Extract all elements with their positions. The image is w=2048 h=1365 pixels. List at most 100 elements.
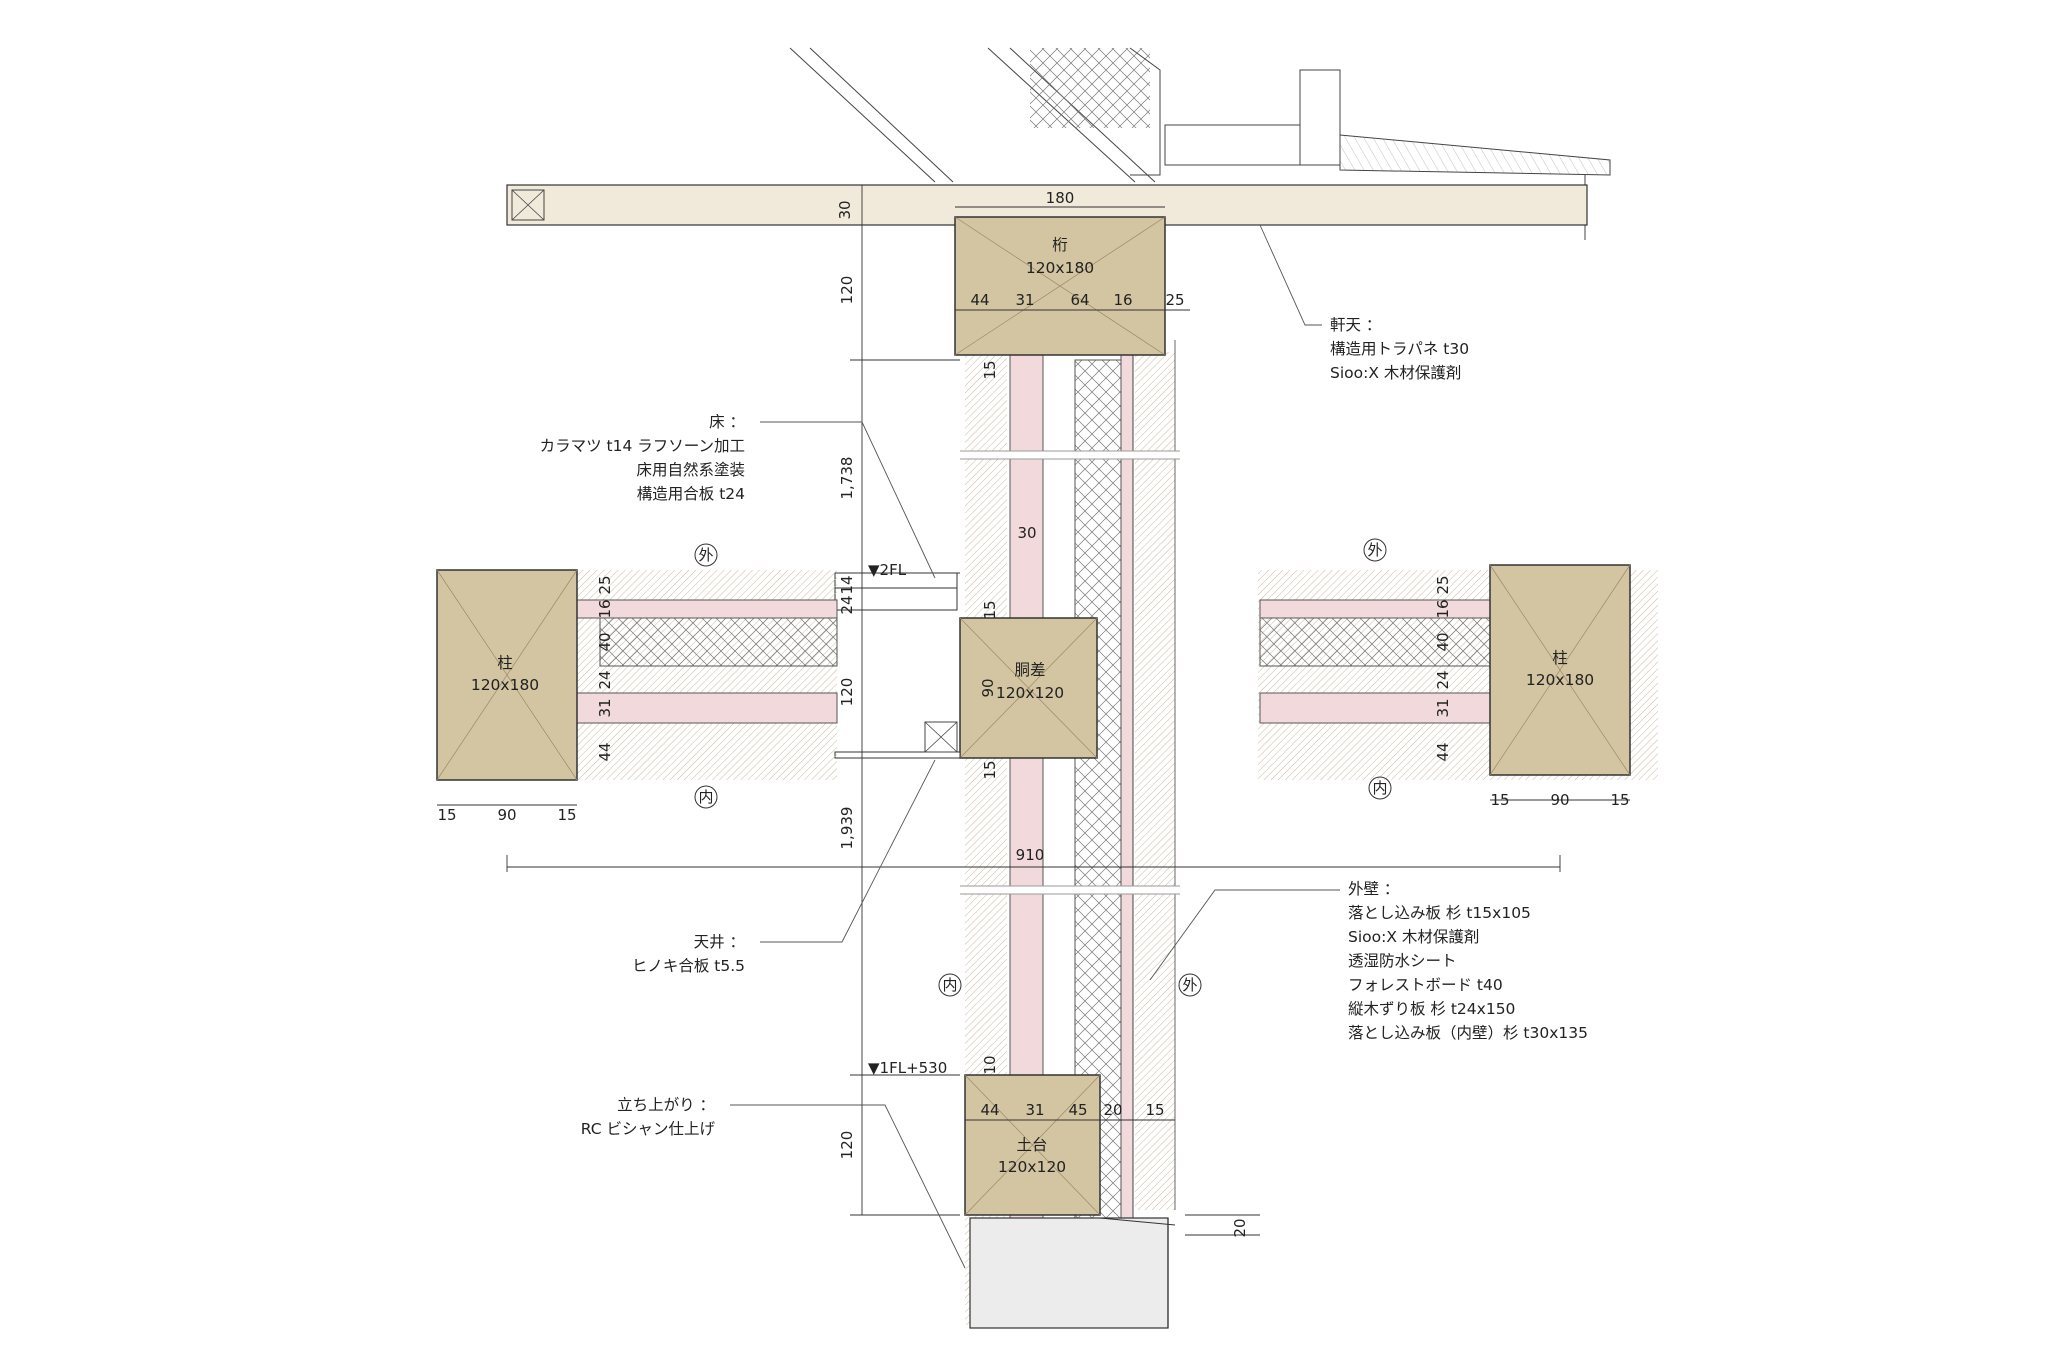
dim-base-step: 20	[1231, 1218, 1249, 1237]
dim-beam-split-1: 44	[970, 291, 989, 309]
dim-sill-split-5: 15	[1145, 1101, 1164, 1119]
dim-vertical-5: 120	[838, 1131, 856, 1160]
leader-lines	[730, 224, 1340, 1269]
note-ceiling: 天井 ： ヒノキ合板 t5.5	[632, 933, 745, 975]
dim-right-layer-2: 16	[1434, 599, 1452, 618]
dim-right-post-1: 15	[1490, 791, 1509, 809]
dim-vertical-2: 1,738	[838, 457, 856, 500]
dim-vertical-1: 120	[838, 276, 856, 305]
break-lines	[950, 451, 1190, 894]
dim-right-post-2: 90	[1550, 791, 1569, 809]
dim-beam-split-3: 64	[1070, 291, 1089, 309]
dim-left-layer-5: 31	[596, 698, 614, 717]
dim-floor-stack-2: 24	[838, 595, 856, 614]
note-wall-line-1: 落とし込み板 杉 t15x105	[1348, 904, 1531, 922]
dim-right-layer-3: 40	[1434, 632, 1452, 651]
dim-module: 910	[1016, 846, 1045, 864]
beam-keta: 桁 120x180	[954, 216, 1166, 356]
plan-detail-right: 柱 120x180	[1258, 564, 1658, 780]
dim-stud: 30	[1017, 524, 1036, 542]
sill-name: 土台	[1016, 1136, 1047, 1154]
floor-beam-dosa: 胴差 120x120	[834, 572, 1098, 759]
note-wall-line-3: 透湿防水シート	[1348, 952, 1457, 970]
dim-beam-width: 180	[1046, 189, 1075, 207]
note-base-title: 立ち上がり ：	[617, 1096, 715, 1114]
dim-sill-split-3: 45	[1068, 1101, 1087, 1119]
dimension-lines	[437, 185, 1630, 1236]
note-base: 立ち上がり ： RC ビシャン仕上げ	[581, 1096, 716, 1138]
dim-vertical-3: 120	[838, 678, 856, 707]
note-floor-title: 床 ：	[709, 413, 745, 431]
dim-tenon-3: 15	[981, 760, 999, 779]
plan-left-post-size: 120x180	[471, 676, 539, 694]
note-floor: 床 ： カラマツ t14 ラフソーン加工 床用自然系塗装 構造用合板 t24	[540, 413, 745, 503]
note-wall-line-4: フォレストボード t40	[1348, 976, 1503, 994]
plan-layer-dims-right: 25 16 40 24 31 44	[1434, 575, 1452, 761]
note-ceiling-line-1: ヒノキ合板 t5.5	[632, 957, 745, 975]
note-wall-line-5: 縦木ずり板 杉 t24x150	[1348, 1000, 1515, 1018]
note-eaves-line-2: Sioo:X 木材保護剤	[1330, 364, 1461, 382]
note-base-line-1: RC ビシャン仕上げ	[581, 1120, 716, 1138]
dim-beam-split-2: 31	[1015, 291, 1034, 309]
dim-tenon-1: 15	[981, 360, 999, 379]
roof-structure	[789, 47, 1611, 240]
dim-sill-split-2: 31	[1025, 1101, 1044, 1119]
note-wall: 外壁 ： 落とし込み板 杉 t15x105 Sioo:X 木材保護剤 透湿防水シ…	[1348, 880, 1588, 1042]
beam-keta-name: 桁	[1052, 236, 1068, 254]
dim-left-layer-6: 44	[596, 742, 614, 761]
note-wall-line-2: Sioo:X 木材保護剤	[1348, 928, 1479, 946]
plan-right-post-size: 120x180	[1526, 671, 1594, 689]
mark-outside-section: 外	[1182, 976, 1197, 994]
dim-beam-split-4: 16	[1113, 291, 1132, 309]
beam-keta-size: 120x180	[1026, 259, 1094, 277]
dim-right-layer-1: 25	[1434, 575, 1452, 594]
dim-beam-split-5: 25	[1165, 291, 1184, 309]
side-marks	[694, 538, 1392, 997]
note-eaves-line-1: 構造用トラパネ t30	[1330, 340, 1469, 358]
note-wall-title: 外壁 ：	[1348, 880, 1399, 898]
note-wall-line-6: 落とし込み板（内壁）杉 t30x135	[1348, 1024, 1588, 1042]
mark-inside-right: 内	[1372, 779, 1387, 797]
rc-foundation	[969, 1217, 1176, 1329]
plan-detail-left: 柱 120x180	[436, 569, 838, 781]
dim-right-layer-6: 44	[1434, 742, 1452, 761]
plan-left-post-name: 柱	[497, 654, 513, 672]
plan-layer-dims-left: 25 16 40 24 31 44	[596, 575, 614, 761]
dim-sill-split-1: 44	[980, 1101, 999, 1119]
dim-right-layer-4: 24	[1434, 670, 1452, 689]
sill-size: 120x120	[998, 1158, 1066, 1176]
dim-left-post-2: 90	[497, 806, 516, 824]
note-floor-line-3: 構造用合板 t24	[637, 485, 745, 503]
mark-outside-left: 外	[698, 546, 713, 564]
dim-left-layer-4: 24	[596, 670, 614, 689]
plan-right-post-name: 柱	[1552, 649, 1568, 667]
note-eaves-title: 軒天 ：	[1330, 316, 1381, 334]
level-second-floor: ▼2FL	[868, 561, 907, 579]
mark-outside-right: 外	[1367, 541, 1382, 559]
dim-left-layer-1: 25	[596, 575, 614, 594]
mark-inside-section: 内	[942, 976, 957, 994]
level-first-floor: ▼1FL+530	[868, 1059, 947, 1077]
note-eaves: 軒天 ： 構造用トラパネ t30 Sioo:X 木材保護剤	[1330, 316, 1469, 382]
dim-left-layer-3: 40	[596, 632, 614, 651]
mark-inside-left: 内	[698, 788, 713, 806]
dim-tenon-2: 15	[981, 600, 999, 619]
dim-floor-stack-1: 14	[838, 575, 856, 594]
note-floor-line-1: カラマツ t14 ラフソーン加工	[540, 437, 745, 455]
dim-floor-beam-depth: 90	[979, 678, 997, 697]
dim-right-layer-5: 31	[1434, 698, 1452, 717]
dim-left-post-1: 15	[437, 806, 456, 824]
dim-sill-split-4: 20	[1103, 1101, 1122, 1119]
note-ceiling-title: 天井 ：	[694, 933, 745, 951]
dim-tenon-4: 10	[981, 1055, 999, 1074]
dim-vertical-4: 1,939	[838, 807, 856, 850]
floor-beam-name: 胴差	[1014, 661, 1045, 679]
note-floor-line-2: 床用自然系塗装	[636, 460, 745, 479]
dim-left-layer-2: 16	[596, 599, 614, 618]
dim-eave-thickness: 30	[836, 200, 854, 219]
sill-dodai: 土台 120x120	[964, 1074, 1101, 1216]
floor-beam-size: 120x120	[996, 684, 1064, 702]
dim-left-post-3: 15	[557, 806, 576, 824]
dim-right-post-3: 15	[1610, 791, 1629, 809]
